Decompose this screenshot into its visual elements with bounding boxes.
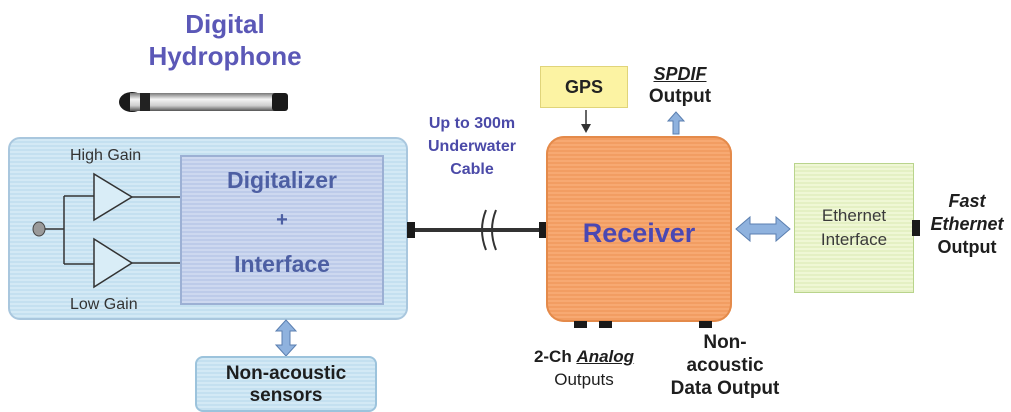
spdif-output-label: Output (648, 86, 712, 107)
digitalizer-interface-box: Digitalizer + Interface (180, 155, 384, 305)
cable-break-mark (481, 209, 487, 251)
high-gain-amplifier-icon (93, 172, 134, 222)
digitalizer-label: Digitalizer (227, 167, 337, 193)
title-line-1: Digital (185, 9, 265, 39)
cable-label-line3: Cable (450, 161, 494, 178)
data-output-line3: Data Output (670, 378, 780, 399)
fast-ethernet-line1: Fast (948, 191, 986, 211)
fast-ethernet-output-label: Fast Ethernet Output (925, 190, 1009, 259)
cable-label-line1: Up to 300m (428, 115, 516, 132)
ethernet-interface-line2: Interface (820, 230, 888, 249)
fast-ethernet-line3: Output (937, 237, 997, 257)
analog-port-1 (574, 321, 587, 328)
gps-arrow-icon (581, 124, 591, 133)
fast-ethernet-line2: Ethernet (930, 214, 1004, 234)
data-output-port (699, 321, 712, 328)
hydrophone-cable-port (407, 222, 415, 238)
ethernet-interface-line1: Ethernet (821, 206, 887, 225)
ethernet-port (912, 220, 920, 236)
non-acoustic-sensors-box: Non-acoustic sensors (195, 356, 377, 412)
low-gain-label: Low Gain (70, 296, 138, 313)
title-line-2: Hydrophone (148, 41, 302, 71)
spdif-label: SPDIF (653, 64, 707, 84)
diagram-title: Digital Hydrophone (110, 8, 340, 72)
plus-sign: + (276, 209, 288, 231)
spdif-arrow-icon (666, 111, 686, 135)
analog-prefix: 2-Ch (533, 347, 577, 366)
low-gain-amplifier-icon (93, 237, 134, 289)
hydrophone-probe-image (119, 92, 288, 112)
receiver-box: Receiver (546, 136, 732, 322)
receiver-cable-port (539, 222, 547, 238)
non-acoustic-sensors-line2: sensors (249, 385, 323, 406)
ethernet-interface-box: Ethernet Interface (794, 163, 914, 293)
analog-outputs-label: 2-Ch Analog Outputs (524, 345, 644, 391)
analog-emph: Analog (576, 347, 635, 366)
gps-label: GPS (564, 77, 603, 97)
ethernet-double-arrow-icon (735, 215, 791, 243)
analog-port-2 (599, 321, 612, 328)
sensor-double-arrow-icon (274, 319, 298, 357)
non-acoustic-sensors-line1: Non-acoustic (225, 363, 347, 384)
cable-label: Up to 300m Underwater Cable (412, 112, 532, 181)
data-output-line2: acoustic (686, 355, 764, 376)
non-acoustic-data-output-label: Non- acoustic Data Output (660, 331, 790, 400)
high-gain-label: High Gain (70, 147, 142, 164)
interface-label: Interface (234, 251, 330, 277)
sensor-input-node (32, 221, 46, 237)
cable-label-line2: Underwater (427, 138, 517, 155)
data-output-line1: Non- (703, 332, 747, 353)
gps-box: GPS (540, 66, 628, 108)
analog-outputs-line2: Outputs (554, 370, 614, 389)
receiver-label: Receiver (582, 218, 696, 248)
